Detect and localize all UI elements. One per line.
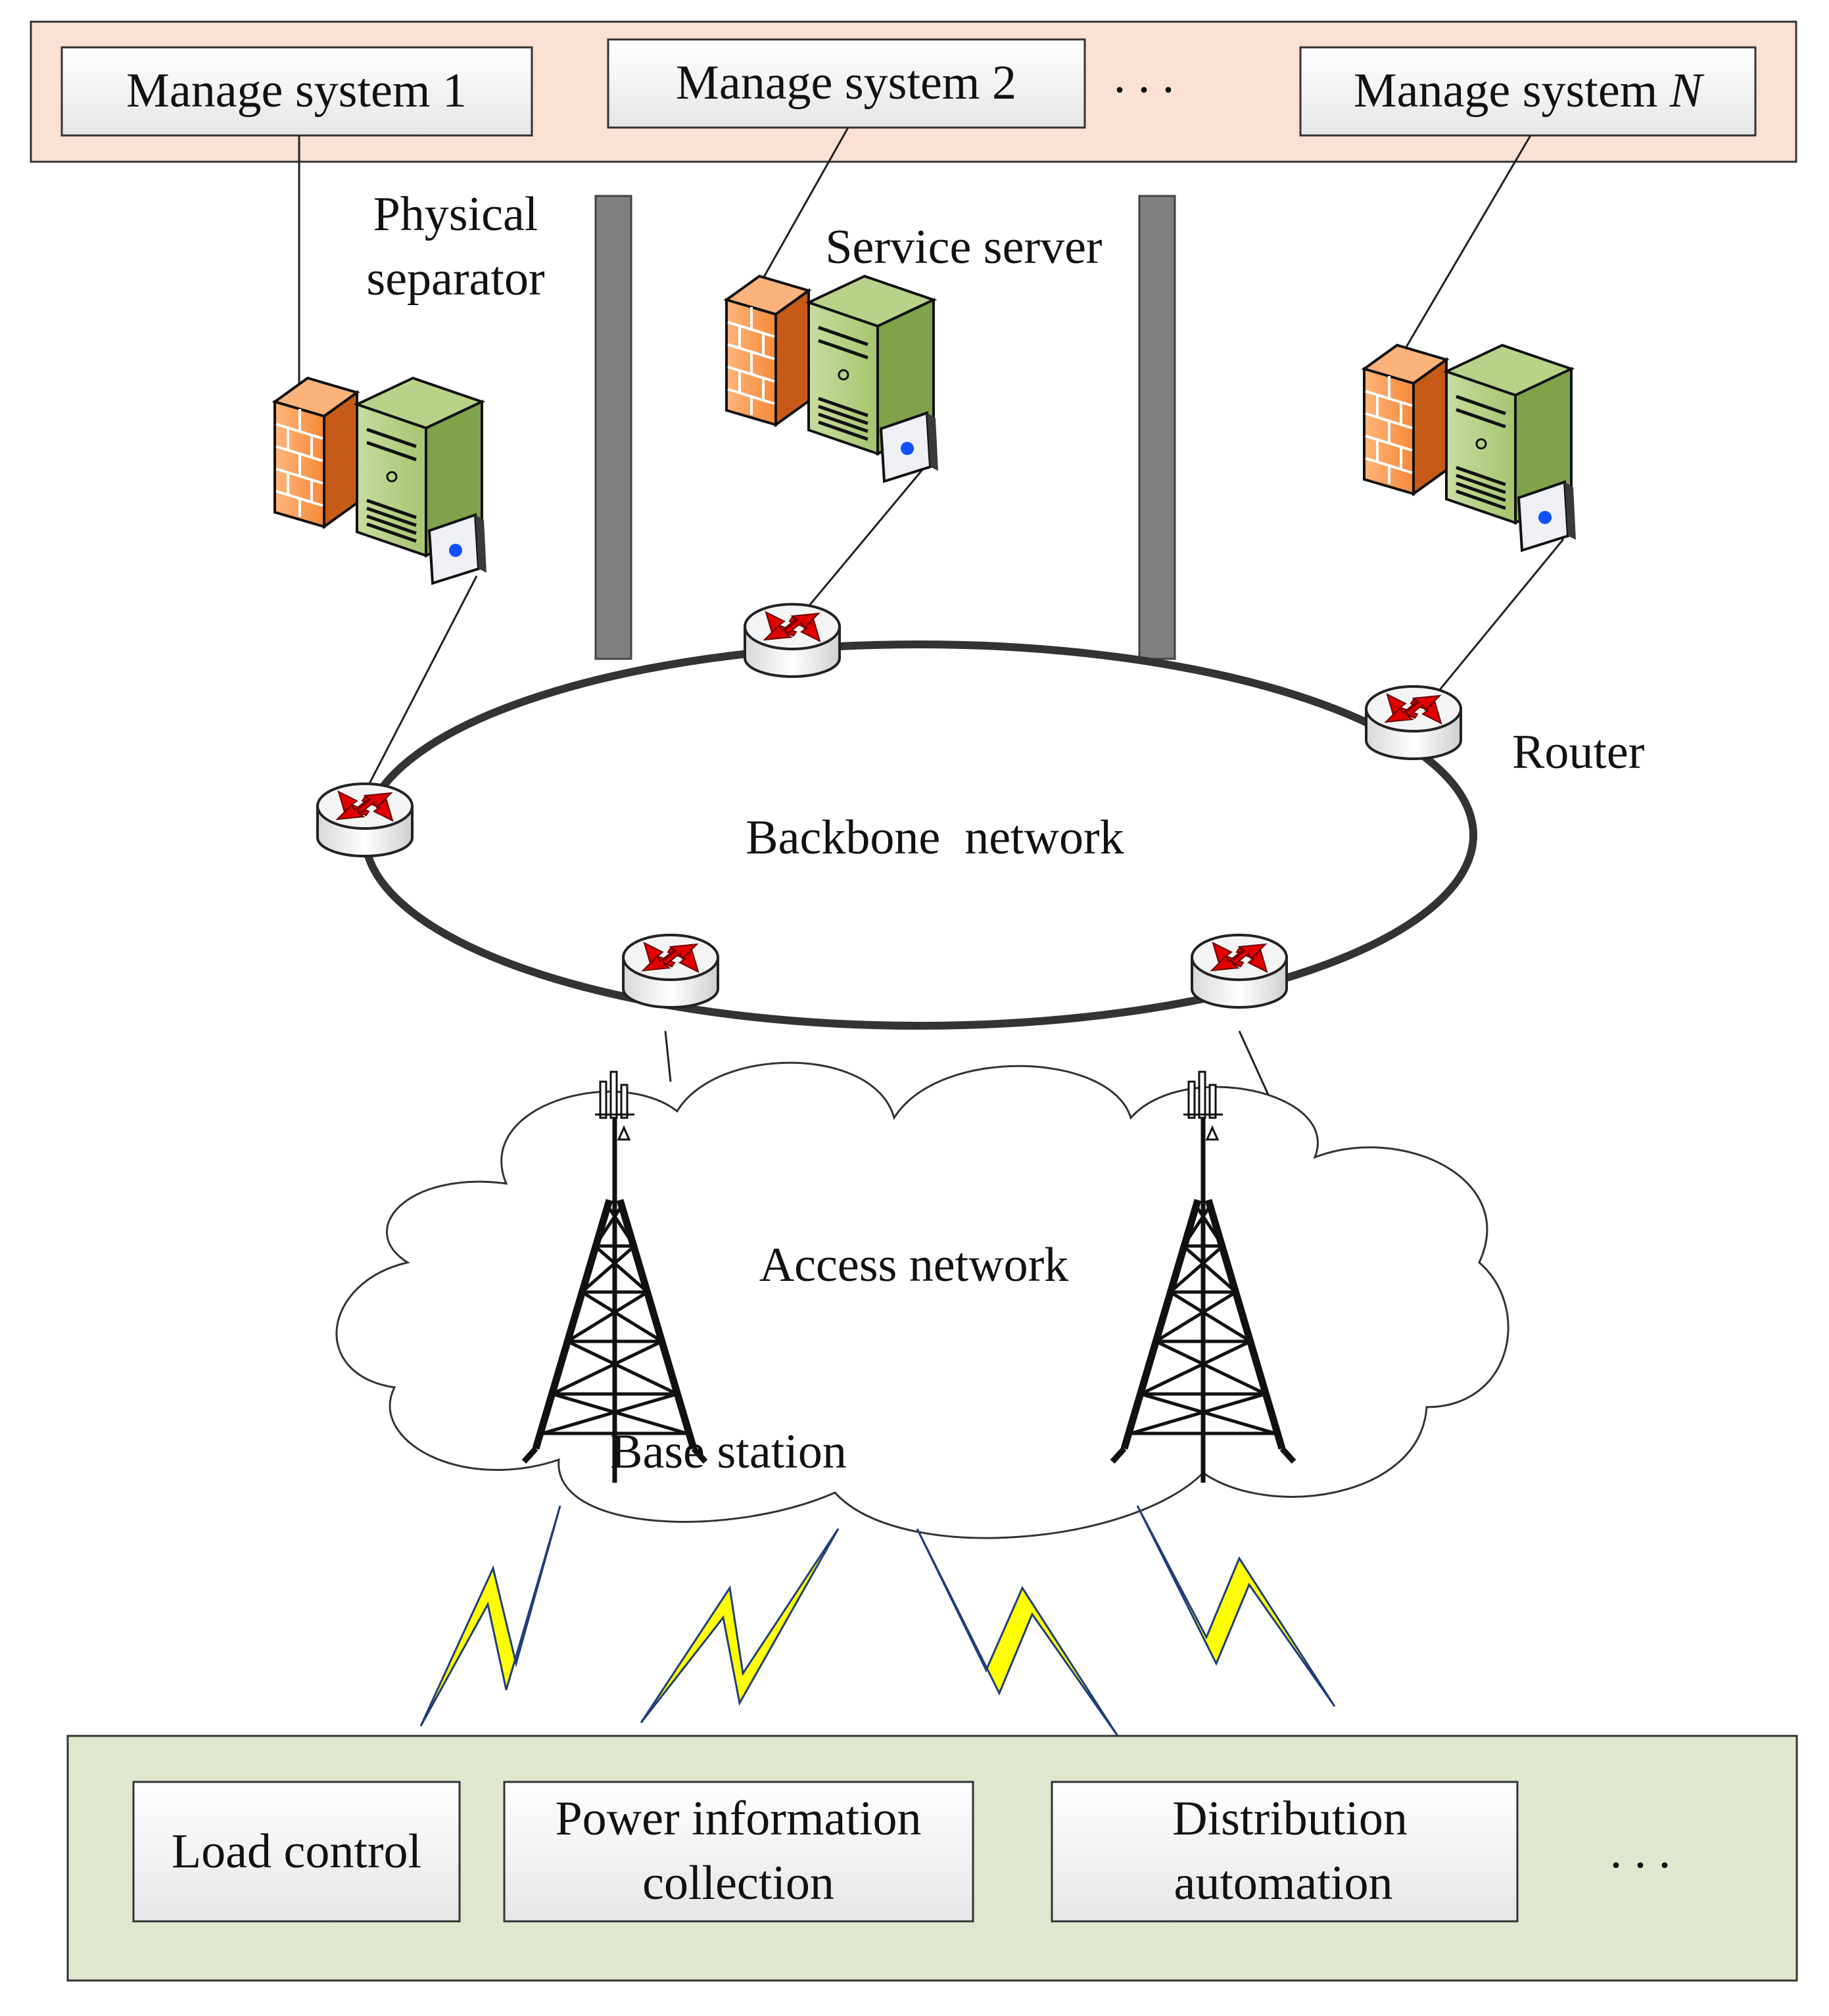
load-control-box: Load control	[132, 1781, 461, 1923]
physical-separator-label-line1: Physical	[373, 187, 538, 241]
service-server-icon	[726, 276, 938, 481]
service-server-label: Service server	[825, 220, 1102, 274]
wireless-link-1-bolt	[419, 1505, 561, 1727]
connection-lines	[298, 127, 1565, 1118]
wireless-link-4-bolt	[1136, 1505, 1336, 1707]
manage-system-1-label: Manage system 1	[126, 64, 467, 118]
distribution-automation-label-line2: automation	[1174, 1856, 1393, 1910]
router-icon-right	[1365, 685, 1462, 760]
power-information-label-line1: Power information	[556, 1792, 922, 1846]
load-control-label: Load control	[172, 1825, 421, 1879]
server-with-firewall-icon-1	[275, 378, 487, 583]
access-network-cloud	[335, 1061, 1509, 1539]
manage-system-2-box: Manage system 2	[607, 38, 1086, 129]
top-ellipsis: . . .	[1114, 49, 1175, 103]
server-with-firewall-icon-3	[1364, 345, 1576, 550]
manage-system-1-box: Manage system 1	[60, 46, 533, 137]
manage-system-n-box: Manage system N	[1299, 46, 1757, 137]
router-icon-bottom-right	[1191, 934, 1288, 1009]
bottom-ellipsis: . . .	[1610, 1825, 1671, 1879]
base-station-label: Base station	[610, 1425, 847, 1479]
power-information-label-line2: collection	[642, 1856, 834, 1910]
physical-separator-label-line2: separator	[366, 252, 544, 306]
access-network-label: Access network	[759, 1238, 1069, 1292]
physical-separator-right	[1138, 195, 1176, 660]
manage-system-n-label: Manage system N	[1354, 64, 1705, 118]
backbone-network-label: Backbone network	[746, 811, 1124, 865]
wireless-link-3-bolt	[916, 1528, 1119, 1737]
manage-system-2-label: Manage system 2	[676, 56, 1016, 110]
router-icon-top	[744, 603, 841, 678]
distribution-automation-box: Distribution automation	[1051, 1781, 1519, 1923]
distribution-automation-label-line1: Distribution	[1172, 1792, 1408, 1846]
power-information-collection-box: Power information collection	[503, 1781, 974, 1923]
router-label: Router	[1512, 725, 1644, 779]
router-icon-left	[316, 782, 414, 857]
wireless-link-2-bolt	[640, 1528, 840, 1723]
router-icon-bottom-left	[622, 934, 719, 1009]
physical-separator-left	[594, 195, 632, 660]
